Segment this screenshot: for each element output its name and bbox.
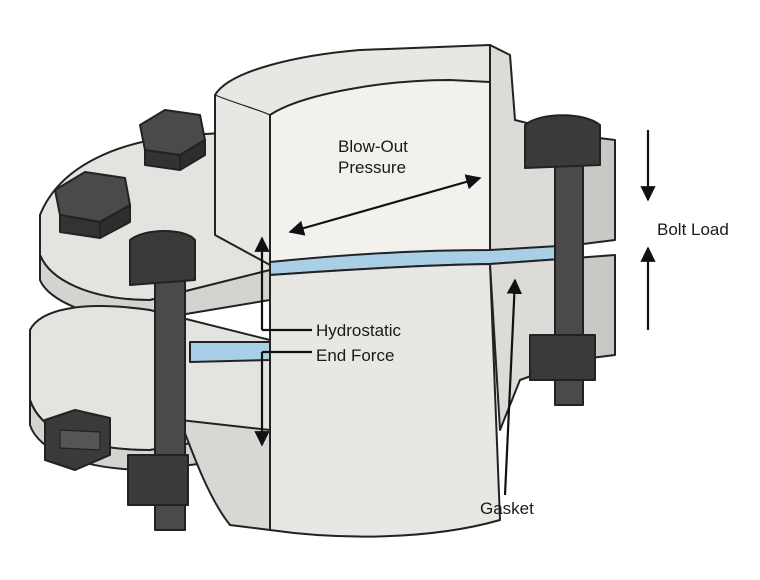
- hydrostatic-arrow-up: [254, 236, 312, 332]
- hex-nut-left: [54, 171, 131, 239]
- bolt-left: [127, 230, 196, 531]
- end-force-arrow-down: [254, 350, 312, 447]
- blowout-label-line2: Pressure: [338, 158, 406, 177]
- hydrostatic-label: Hydrostatic: [316, 321, 402, 340]
- pipe-lower: [179, 263, 501, 538]
- bolt-load-label: Bolt Load: [657, 220, 729, 239]
- hex-nut-top: [139, 109, 206, 171]
- gasket-leader-arrow: [503, 278, 523, 496]
- hex-nut-bottom-left: [44, 409, 111, 471]
- bolt-right: [524, 114, 601, 406]
- blowout-label-line1: Blow-Out: [338, 137, 408, 156]
- blowout-arrow: [288, 174, 482, 236]
- right-flange-lower: [489, 254, 616, 431]
- end-force-label: End Force: [316, 346, 394, 365]
- gasket-label: Gasket: [480, 499, 534, 518]
